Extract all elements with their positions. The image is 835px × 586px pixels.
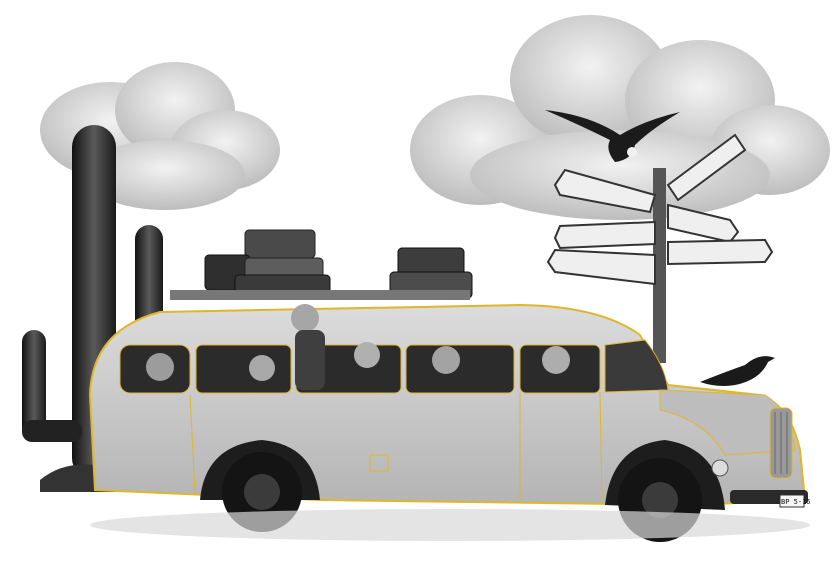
- bus-windows: [119, 339, 669, 394]
- license-plate: BP 5-16: [781, 498, 811, 506]
- perched-bird: [700, 356, 775, 386]
- cloud-right: [410, 15, 830, 220]
- vintage-bus: BP 5-16: [88, 303, 811, 542]
- ground-shadow: [90, 509, 810, 541]
- eagle-bird: [545, 110, 680, 162]
- passengers: [146, 304, 570, 390]
- signpost: [546, 133, 774, 363]
- roof-luggage: [170, 229, 473, 300]
